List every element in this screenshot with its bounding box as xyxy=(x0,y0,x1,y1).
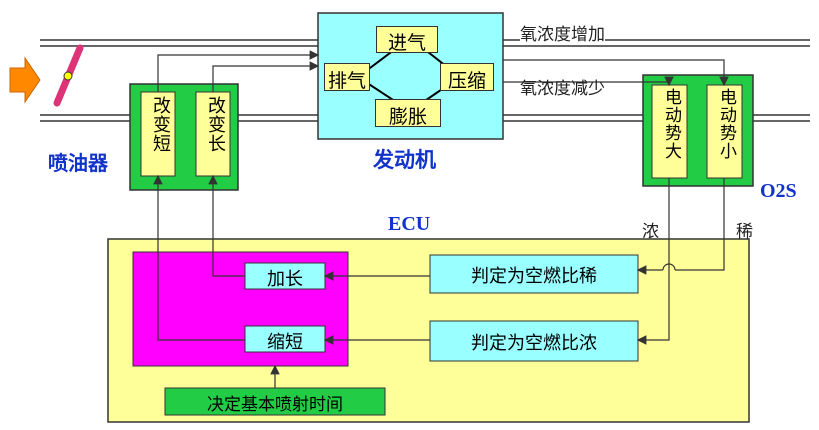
oxygen-down-label: 氧浓度减少 xyxy=(520,79,605,99)
rich-label: 浓 xyxy=(642,222,659,242)
ecu-label: ECU xyxy=(388,213,431,235)
oxygen-up-label: 氧浓度增加 xyxy=(520,20,605,45)
stroke-intake xyxy=(376,26,438,53)
judge-lean-box xyxy=(429,254,639,294)
intake-arrow-icon xyxy=(9,56,41,104)
injector-shorten-label: 改变短 xyxy=(150,96,171,153)
o2s-small-label: 电动势小 xyxy=(716,88,736,160)
stroke-expansion-label: 膨胀 xyxy=(388,106,427,128)
ecu-shorten-label: 缩短 xyxy=(267,332,303,353)
o2s-label: O2S xyxy=(760,180,797,202)
stroke-compression xyxy=(440,63,494,91)
stroke-expansion xyxy=(375,99,441,127)
judge-rich-label: 判定为空燃比浓 xyxy=(471,333,597,354)
engine-label: 发动机 xyxy=(373,148,436,172)
ecu-lengthen-box xyxy=(244,262,326,290)
stroke-compression-label: 压缩 xyxy=(447,70,486,92)
ecu-shorten-box xyxy=(244,325,326,353)
o2s-small-box xyxy=(706,84,743,179)
basic-time-label: 决定基本喷射时间 xyxy=(207,395,343,415)
stroke-intake-label: 进气 xyxy=(387,32,426,54)
judge-lean-label: 判定为空燃比稀 xyxy=(471,266,597,287)
injector-lengthen-label: 改变长 xyxy=(205,96,226,153)
ecu-lengthen-label: 加长 xyxy=(267,269,303,290)
judge-rich-box xyxy=(429,320,639,362)
throttle-valve-icon xyxy=(53,44,84,107)
stroke-exhaust xyxy=(324,63,370,91)
stroke-exhaust-label: 排气 xyxy=(327,70,366,92)
connection-lines xyxy=(153,50,729,388)
o2s-large-box xyxy=(651,84,688,179)
injector-label: 喷油器 xyxy=(48,151,108,175)
basic-time-box xyxy=(164,387,386,416)
lean-label: 稀 xyxy=(736,222,753,242)
o2s-large-label: 电动势大 xyxy=(661,88,681,160)
